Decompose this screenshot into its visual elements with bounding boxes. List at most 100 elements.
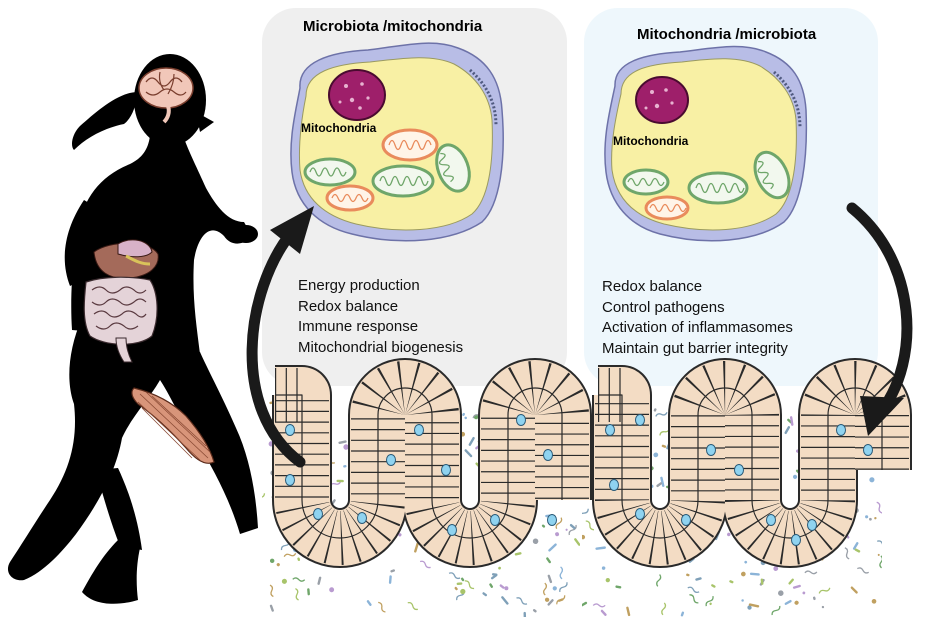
goblet-cell-icon: [447, 524, 457, 536]
bacteria-icon: [541, 524, 546, 528]
bacteria-icon: [865, 515, 869, 519]
bacteria-icon: [343, 444, 349, 450]
bacteria-icon: [269, 604, 274, 612]
list-item: Activation of inflammasomes: [602, 319, 793, 336]
bacteria-icon: [818, 587, 831, 594]
left-villi-icon: [272, 358, 592, 568]
bacteria-icon: [877, 540, 882, 548]
bacteria-icon: [336, 479, 344, 483]
bacteria-icon: [366, 600, 372, 606]
goblet-cells-icon: [285, 414, 873, 546]
bacteria-icon: [516, 597, 528, 605]
bacteria-icon: [582, 601, 588, 607]
bacteria-icon: [689, 594, 699, 604]
goblet-cell-icon: [441, 464, 451, 476]
bacteria-icon: [262, 493, 266, 502]
bacteria-icon: [544, 597, 550, 602]
mitochondrion-icon: [381, 128, 439, 162]
right-function-list: Redox balance Control pathogens Activati…: [602, 277, 793, 359]
goblet-cell-icon: [807, 519, 817, 531]
bacteria-icon: [852, 542, 859, 550]
bacteria-icon: [532, 609, 537, 613]
right-cell-icon: [604, 45, 808, 242]
goblet-cell-icon: [414, 424, 424, 436]
bacteria-icon: [456, 582, 463, 585]
brain-icon: [138, 67, 194, 124]
bacteria-icon: [498, 566, 501, 570]
bacteria-icon: [548, 543, 557, 552]
bacteria-icon: [482, 592, 488, 597]
goblet-cell-icon: [734, 464, 744, 476]
bacteria-icon: [879, 555, 882, 569]
bacteria-icon: [784, 599, 792, 605]
list-item: Energy production: [298, 277, 420, 294]
bacteria-icon: [711, 584, 716, 588]
bacteria-icon: [595, 546, 606, 550]
bacteria-icon: [532, 538, 539, 545]
goblet-cell-icon: [313, 508, 323, 520]
bacteria-icon: [547, 574, 553, 584]
bacteria-icon: [501, 596, 509, 605]
bacteria-icon: [460, 588, 466, 595]
bacteria-icon: [812, 596, 816, 601]
bacteria-icon: [802, 591, 806, 595]
bacteria-icon: [568, 524, 577, 536]
bacteria-icon: [709, 602, 712, 606]
curved-arrow-up-icon: [246, 226, 306, 468]
bacteria-icon: [600, 609, 607, 616]
bacteria-icon: [448, 572, 461, 580]
left-mitochondria-label: Mitochondria: [301, 121, 377, 135]
bacteria-icon: [514, 552, 522, 556]
nucleus-icon: [635, 76, 689, 124]
mitochondrion-icon: [753, 150, 791, 200]
bacteria-icon: [727, 532, 731, 537]
mitochondrion-icon: [435, 143, 471, 193]
bacteria-icon: [454, 586, 458, 591]
list-item: Redox balance: [602, 278, 703, 295]
bacteria-icon: [555, 532, 560, 537]
mitochondrion-icon: [622, 168, 670, 196]
bacteria-icon: [804, 570, 818, 575]
right-panel-title: Mitochondria /microbiota: [637, 26, 817, 43]
bacteria-icon: [794, 600, 799, 605]
goblet-cell-icon: [766, 514, 776, 526]
mitochondrion-icon: [371, 164, 435, 198]
goblet-cell-icon: [547, 514, 557, 526]
goblet-cell-icon: [605, 424, 615, 436]
bacteria-icon: [276, 563, 280, 567]
bacteria-icon: [419, 560, 431, 569]
bacteria-icon: [876, 501, 882, 514]
goblet-cell-icon: [635, 508, 645, 520]
goblet-cell-icon: [609, 479, 619, 491]
bacteria-icon: [771, 605, 781, 616]
muscle-icon: [131, 387, 215, 464]
bacteria-icon: [605, 577, 610, 583]
bacteria-icon: [877, 553, 880, 556]
bacteria-icon: [407, 601, 418, 611]
goblet-cell-icon: [706, 444, 716, 456]
bacteria-icon: [556, 595, 566, 605]
bacteria-icon: [582, 534, 586, 540]
list-item: Maintain gut barrier integrity: [602, 339, 788, 357]
left-cell-icon: [290, 42, 504, 242]
list-item: Control pathogens: [602, 298, 725, 316]
bacteria-icon: [653, 408, 657, 412]
goblet-cell-icon: [386, 454, 396, 466]
bacteria-icon: [499, 584, 505, 589]
bacteria-icon: [871, 599, 877, 604]
bacteria-icon: [468, 436, 475, 446]
mitochondrion-icon: [303, 157, 357, 187]
bacteria-icon: [741, 599, 744, 602]
goblet-cell-icon: [490, 514, 500, 526]
bacteria-icon: [343, 464, 347, 468]
bacteria-icon: [559, 582, 568, 593]
bacteria-icon: [857, 567, 870, 574]
bacteria-icon: [281, 578, 287, 584]
bacteria-icon: [601, 566, 606, 570]
goblet-cell-icon: [681, 514, 691, 526]
bacteria-icon: [464, 580, 475, 590]
bacteria-icon: [269, 558, 275, 564]
bacteria-icon: [653, 452, 659, 458]
bacteria-icon: [748, 603, 760, 608]
